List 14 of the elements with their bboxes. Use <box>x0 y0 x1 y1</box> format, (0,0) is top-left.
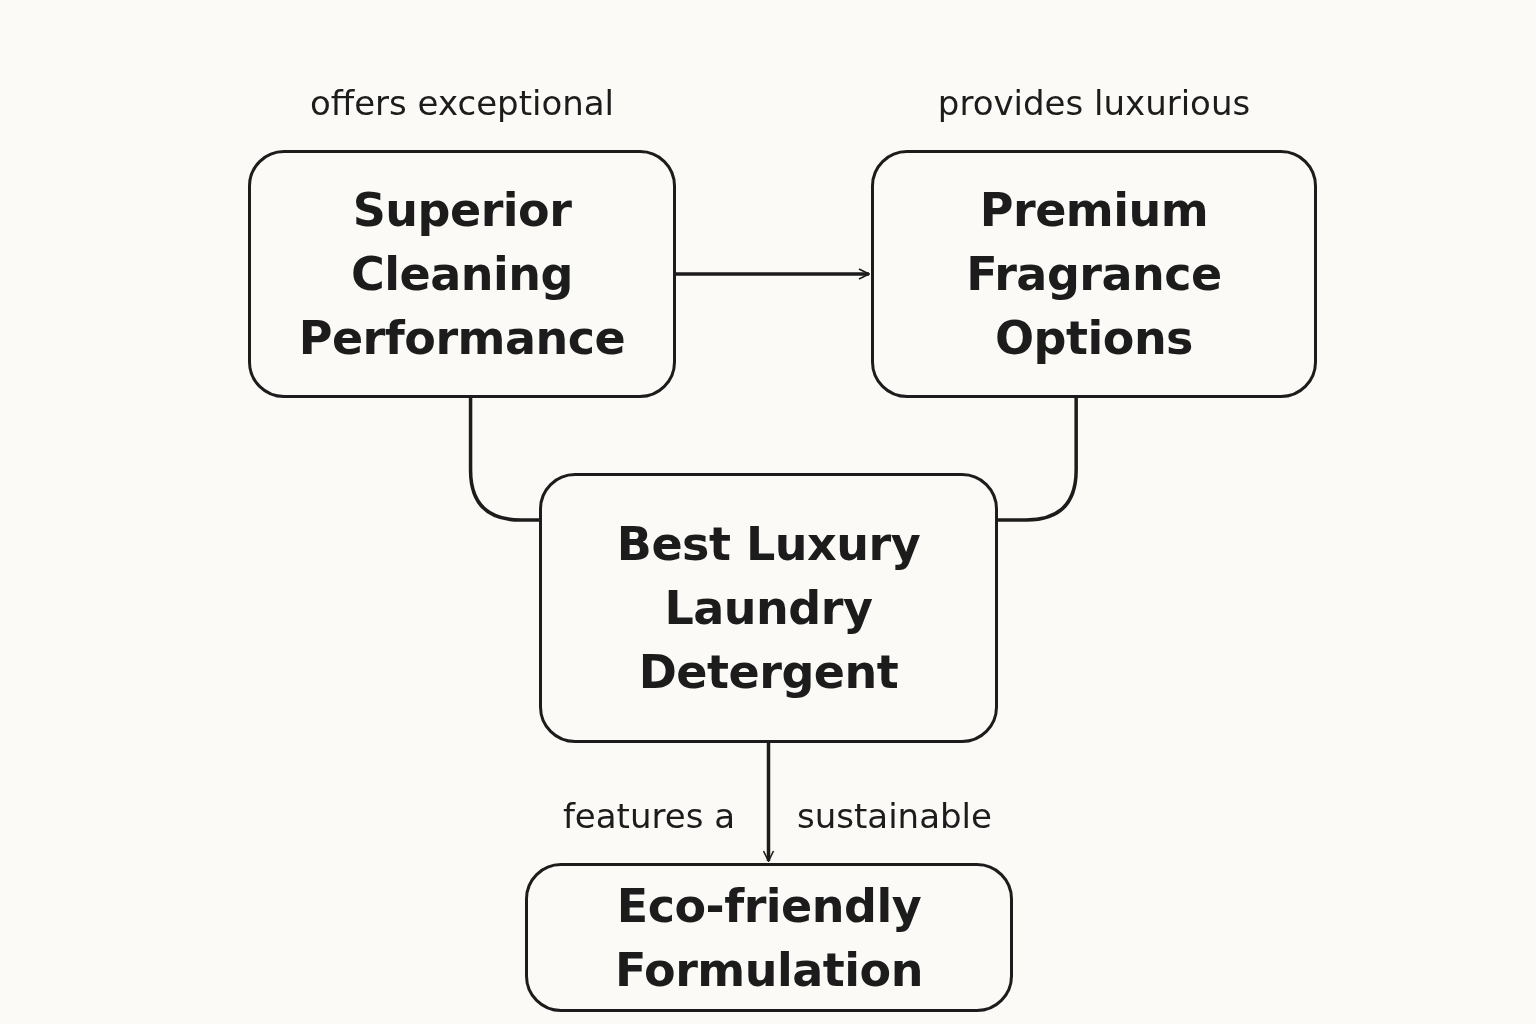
box-title: Eco-friendly Formulation <box>614 877 924 999</box>
caption-text: sustainable <box>797 796 992 836</box>
connector-line <box>468 398 539 522</box>
process-box <box>525 863 1013 1012</box>
connector-line <box>998 398 1078 522</box>
box-title: Best Luxury Laundry Detergent <box>615 516 922 701</box>
process-box <box>539 473 998 743</box>
arrow <box>762 743 775 862</box>
connector-caption: offers exceptional <box>308 83 616 123</box>
box-title: Premium Fragrance Options <box>965 182 1223 367</box>
box-title: Superior Cleaning Performance <box>297 182 627 367</box>
caption-text: features a <box>562 796 735 836</box>
arrow <box>676 268 870 280</box>
connector-caption: provides luxurious <box>936 83 1252 123</box>
